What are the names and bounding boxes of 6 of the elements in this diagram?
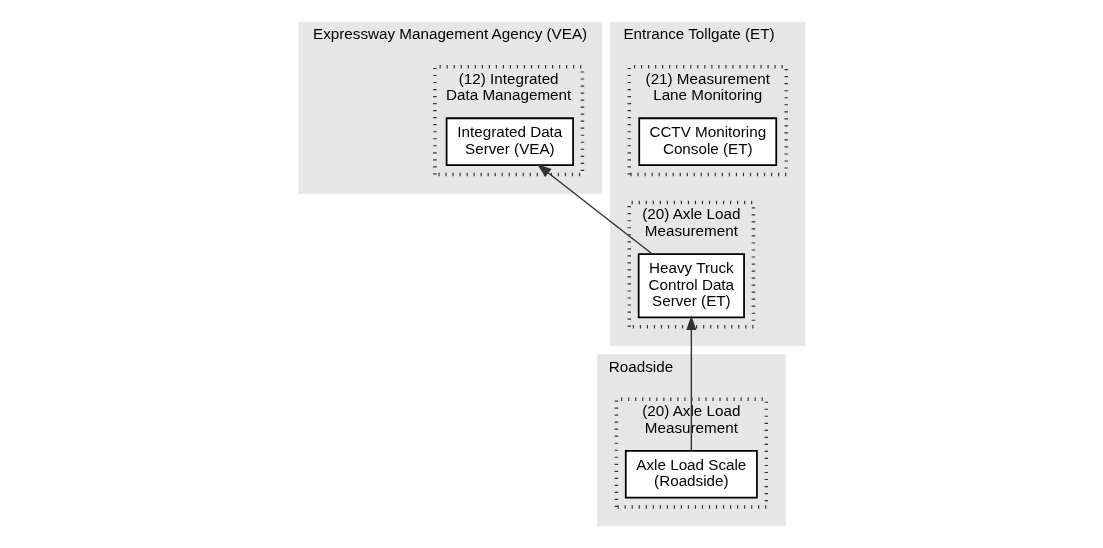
arrow	[536, 163, 653, 255]
node-box: Integrated Data Server (VEA)	[445, 117, 574, 166]
node-box: CCTV Monitoring Console (ET)	[637, 117, 777, 166]
node-box: Axle Load Scale (Roadside)	[624, 449, 758, 499]
node-box: Heavy Truck Control Data Server (ET)	[637, 253, 745, 319]
arrow	[685, 315, 696, 452]
